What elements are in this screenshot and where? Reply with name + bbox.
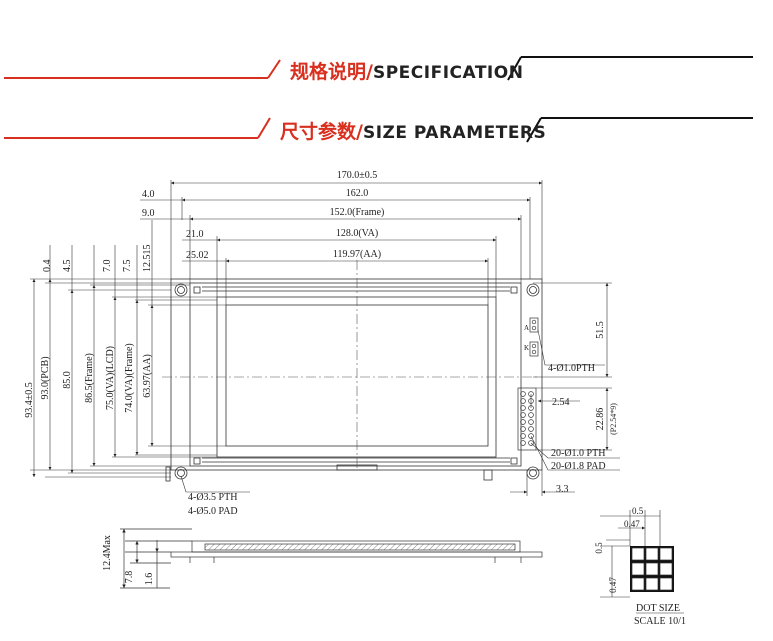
- dot-dim-h-05: 0.5: [632, 506, 644, 516]
- dim-pitch-254: 2.54: [552, 397, 570, 408]
- size-title-en: SIZE PARAMETERS: [362, 123, 547, 143]
- dim-overall-width: 170.0±0.5: [337, 170, 378, 181]
- dim-v-45: 4.5: [62, 260, 73, 273]
- dim-offset-9: 9.0: [142, 208, 155, 219]
- side-view: [120, 528, 543, 589]
- dim-v-04: 0.4: [42, 260, 53, 273]
- mount-hole-bl: [174, 466, 188, 480]
- center-lines: [162, 260, 540, 470]
- dim-pitch-note: (P2.54*9): [609, 403, 618, 435]
- dim-va-width: 128.0(VA): [336, 228, 378, 239]
- dim-aa-width: 119.97(AA): [333, 249, 381, 260]
- mount-hole-br: [526, 466, 540, 480]
- pin-k-label: K: [524, 344, 529, 352]
- dot-detail: [600, 510, 661, 598]
- dim-side-max: 12.4Max: [102, 535, 113, 571]
- dim-v-12515: 12.515: [142, 245, 153, 273]
- dot-dim-h-047: 0.47: [624, 519, 640, 529]
- dot-scale: SCALE 10/1: [634, 616, 686, 627]
- dim-frame-height: 86.5(Frame): [84, 353, 95, 403]
- dim-frame-width: 152.0(Frame): [330, 207, 385, 218]
- label-4-pth-small: 4-Ø1.0PTH: [548, 363, 595, 374]
- dot-dim-v-047: 0.47: [608, 577, 618, 593]
- label-4-pth-mount: 4-Ø3.5 PTH: [188, 492, 237, 503]
- mount-hole-tr: [526, 283, 540, 297]
- pin-a-label: A: [524, 324, 529, 332]
- pin-a-k-pads: [529, 317, 539, 357]
- frame-outline: [189, 282, 522, 467]
- size-title-cn: 尺寸参数: [280, 121, 357, 143]
- spec-title: 规格说明/SPECIFICATION: [290, 57, 523, 84]
- dim-va-frame-height: 74.0(VA)(Frame): [124, 343, 135, 413]
- size-title-sep: /: [356, 121, 363, 143]
- spec-title-cn: 规格说明: [290, 61, 367, 83]
- spec-title-en: SPECIFICATION: [372, 63, 524, 83]
- dim-side-16: 1.6: [144, 573, 155, 586]
- spec-title-sep: /: [366, 61, 373, 83]
- dim-v-75: 7.5: [122, 260, 133, 273]
- dim-offset-4: 4.0: [142, 189, 155, 200]
- dim-pcb-width: 162.0: [346, 188, 369, 199]
- dim-33: 3.3: [556, 484, 569, 495]
- size-header-lines: [4, 117, 753, 143]
- size-header: 尺寸参数/SIZE PARAMETERS: [0, 108, 773, 148]
- dot-dim-v-05: 0.5: [594, 542, 604, 554]
- pcb-outline: [170, 278, 543, 471]
- label-20-pad: 20-Ø1.8 PAD: [551, 461, 606, 472]
- dot-grid: [630, 546, 674, 592]
- size-title: 尺寸参数/SIZE PARAMETERS: [280, 117, 546, 144]
- dim-right-515: 51.5: [595, 321, 606, 339]
- spec-header: 规格说明/SPECIFICATION: [0, 50, 773, 90]
- dim-side-78: 7.8: [124, 571, 135, 584]
- dim-offset-21: 21.0: [186, 229, 204, 240]
- dim-v-70: 7.0: [102, 260, 113, 273]
- dim-offset-25: 25.02: [186, 250, 209, 261]
- mount-hole-tl: [174, 283, 188, 297]
- label-20-pth: 20-Ø1.0 PTH: [551, 448, 605, 459]
- dim-85: 85.0: [62, 371, 73, 389]
- label-4-pad-mount: 4-Ø5.0 PAD: [188, 506, 238, 517]
- dim-lcd-height: 75.0(VA)(LCD): [105, 346, 116, 410]
- dim-pcb-height: 93.0(PCB): [40, 356, 51, 399]
- dim-2286: 22.86: [595, 408, 606, 431]
- spec-header-lines: [4, 56, 753, 81]
- dot-size-title: DOT SIZE: [636, 603, 680, 614]
- dim-overall-height: 93.4±0.5: [24, 382, 35, 418]
- dim-aa-height: 63.97(AA): [142, 354, 153, 398]
